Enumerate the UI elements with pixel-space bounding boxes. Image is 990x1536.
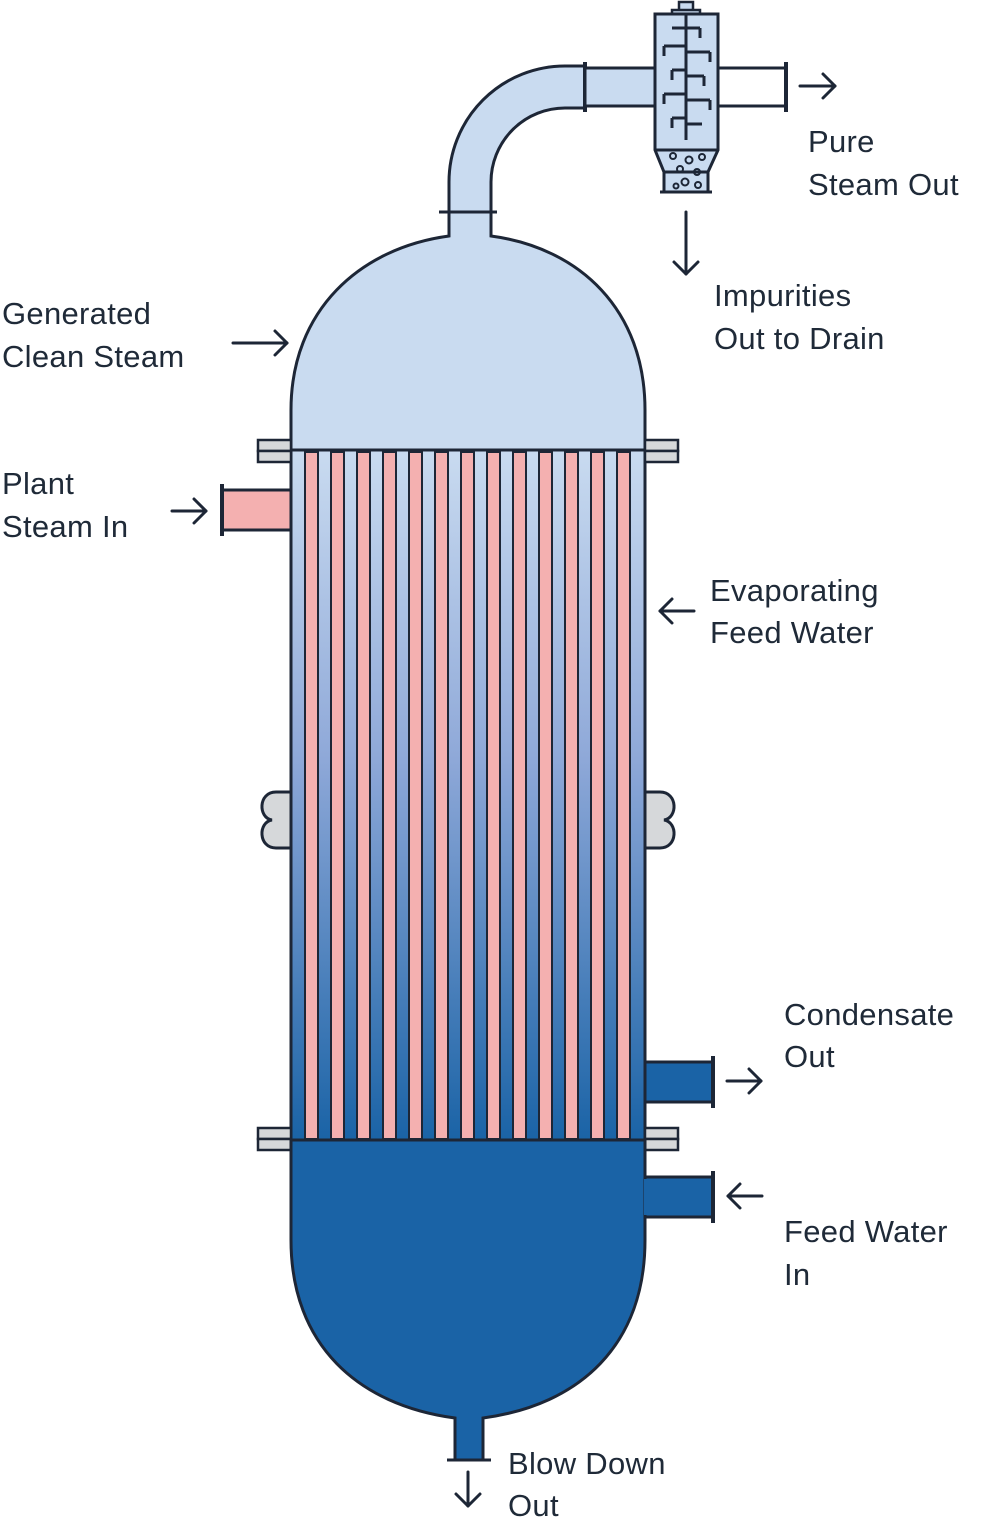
evaporating-feed-water-line-2: Feed Water	[710, 615, 874, 650]
upper-flange-left	[256, 438, 293, 464]
feed-water-in-label: Feed Water In	[784, 1214, 957, 1292]
evaporating-water-arrow	[658, 597, 696, 625]
plant-steam-arrow	[170, 497, 208, 525]
blow-down-out-line-1: Blow Down	[508, 1446, 666, 1481]
blow-down-out-line-2: Out	[508, 1488, 559, 1523]
impurities-out-to-drain-label: Impurities Out to Drain	[714, 278, 885, 356]
pipe-coupling	[583, 66, 657, 108]
plant-steam-in-line-1: Plant	[2, 466, 74, 501]
feed-water-in-line-2: In	[784, 1257, 810, 1292]
plant-steam-inlet-nozzle	[220, 488, 293, 532]
heat-exchanger-tube	[382, 451, 397, 1140]
feed-water-arrow	[726, 1182, 764, 1210]
steam-transfer-pipe	[447, 64, 587, 214]
condensate-arrow	[725, 1067, 763, 1095]
generated-clean-steam-line-2: Clean Steam	[2, 339, 185, 374]
heat-exchanger-tube	[616, 451, 631, 1140]
heat-exchanger-tube	[538, 451, 553, 1140]
heat-exchanger-tube	[460, 451, 475, 1140]
upper-dome	[289, 210, 647, 452]
pure-steam-out-line-2: Steam Out	[808, 167, 959, 202]
heat-exchanger-tube	[486, 451, 501, 1140]
condensate-out-label: Condensate Out	[784, 997, 963, 1074]
pure-steam-out-line-1: Pure	[808, 124, 875, 159]
heat-exchanger-tube	[590, 451, 605, 1140]
generated-clean-steam-line-1: Generated	[2, 296, 151, 331]
pure-steam-out-label: Pure Steam Out	[808, 124, 959, 202]
evaporating-feed-water-label: Evaporating Feed Water	[710, 573, 888, 650]
heat-exchanger-tube	[408, 451, 423, 1140]
feed-water-in-line-1: Feed Water	[784, 1214, 948, 1249]
steam-separator	[653, 0, 720, 194]
condensate-outlet-nozzle	[643, 1060, 715, 1104]
impurities-line-2: Out to Drain	[714, 321, 885, 356]
feed-water-inlet-nozzle	[643, 1175, 715, 1219]
condensate-out-line-1: Condensate	[784, 997, 954, 1032]
lower-flange-left	[256, 1126, 293, 1152]
pure-steam-outlet-pipe	[718, 66, 785, 108]
evaporating-feed-water-line-1: Evaporating	[710, 573, 879, 608]
condensate-out-line-2: Out	[784, 1039, 835, 1074]
heat-exchanger-tube	[304, 451, 319, 1140]
pure-steam-arrow	[798, 72, 837, 100]
plant-steam-in-label: Plant Steam In	[2, 466, 128, 544]
heat-exchanger-tubes	[304, 451, 631, 1140]
upper-flange-right	[643, 438, 680, 464]
generated-steam-arrow	[231, 329, 289, 357]
blow-down-arrow	[454, 1470, 482, 1508]
generated-clean-steam-label: Generated Clean Steam	[2, 296, 185, 374]
heat-exchanger-tube	[564, 451, 579, 1140]
impurities-line-1: Impurities	[714, 278, 851, 313]
heat-exchanger-tube	[512, 451, 527, 1140]
plant-steam-in-line-2: Steam In	[2, 509, 128, 544]
impurities-arrow	[672, 210, 700, 276]
lower-flange-right	[643, 1126, 680, 1152]
heat-exchanger-tube	[356, 451, 371, 1140]
lower-head	[289, 1138, 647, 1462]
expansion-bellow-left	[260, 790, 293, 850]
blow-down-out-label: Blow Down Out	[508, 1446, 675, 1523]
heat-exchanger-tube	[330, 451, 345, 1140]
expansion-bellow-right	[643, 790, 676, 850]
heat-exchanger-tube	[434, 451, 449, 1140]
